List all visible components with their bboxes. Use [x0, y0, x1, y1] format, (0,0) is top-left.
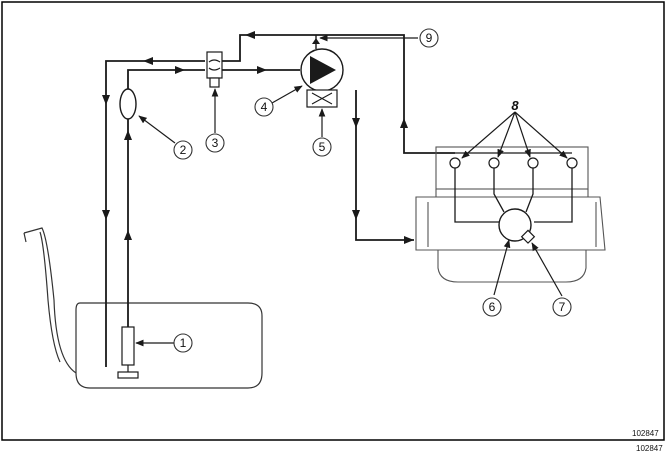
- leader-lines: [135, 34, 568, 347]
- tank-pump-unit: [117, 326, 139, 379]
- return-line: [105, 34, 455, 367]
- injector-lines: [454, 152, 573, 223]
- callout-label-1: 1: [180, 336, 187, 350]
- fuel-filter: [119, 88, 137, 120]
- fuel-tank: [23, 227, 263, 389]
- reference-inner: 102847: [632, 429, 659, 438]
- callout-9: [419, 28, 439, 48]
- pressure-sensor: [520, 229, 536, 244]
- callout-label-8: 8: [511, 98, 519, 113]
- callout-2: [173, 140, 193, 160]
- injector: [449, 157, 461, 169]
- diagram-border: [1, 1, 665, 441]
- engine-block: [415, 146, 606, 283]
- injector: [566, 157, 578, 169]
- high-pressure-pump: [300, 35, 344, 108]
- callout-label-7: 7: [559, 300, 566, 314]
- injector: [527, 157, 539, 169]
- callout-label-3: 3: [212, 136, 219, 150]
- callout-circles: [173, 28, 572, 353]
- callout-label-5: 5: [319, 140, 326, 154]
- injector: [488, 157, 500, 169]
- callout-6: [482, 297, 502, 317]
- high-pressure-line: [355, 90, 414, 241]
- callout-label-4: 4: [261, 100, 268, 114]
- callout-1: [173, 333, 193, 353]
- fuel-rail: [498, 208, 532, 242]
- callout-label-9: 9: [426, 31, 433, 45]
- callout-7: [552, 297, 572, 317]
- callout-label-2: 2: [180, 143, 187, 157]
- callout-5: [312, 137, 332, 157]
- supply-line: [127, 69, 300, 327]
- reference-outer: 102847: [636, 444, 663, 453]
- callout-3: [205, 133, 225, 153]
- callout-label-6: 6: [489, 300, 496, 314]
- injectors: [449, 157, 578, 169]
- flow-arrows: [102, 31, 414, 244]
- callout-4: [254, 97, 274, 117]
- pressure-regulator: [206, 51, 223, 88]
